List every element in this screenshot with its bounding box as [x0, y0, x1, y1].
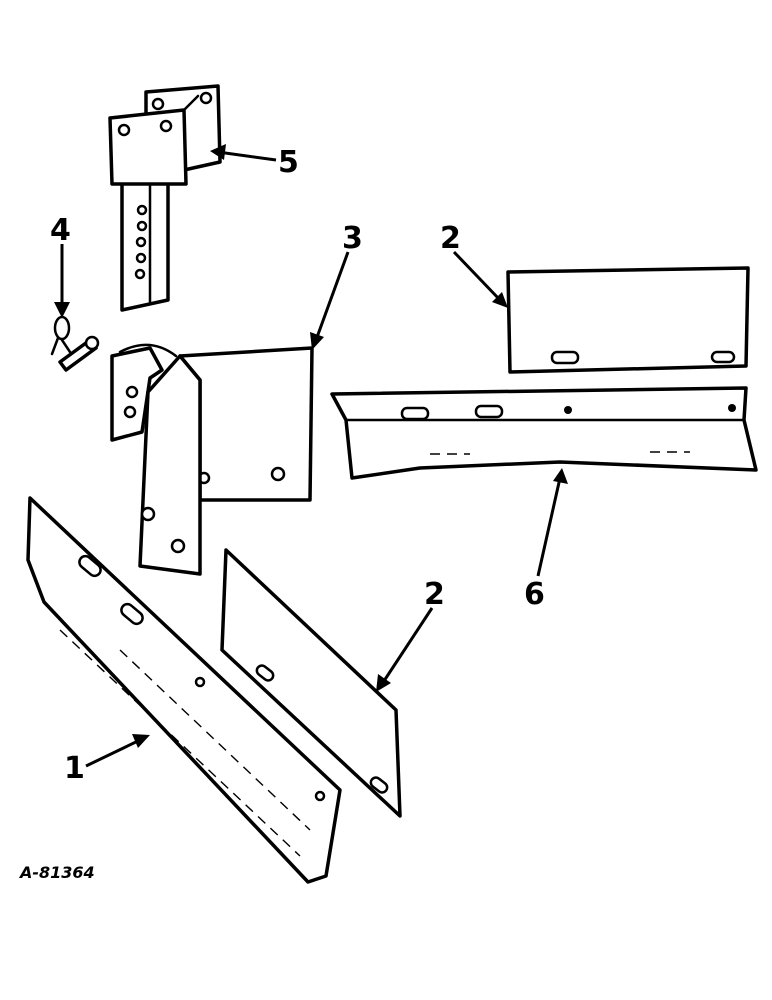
leader-lines — [54, 144, 568, 768]
figure-code: A-81364 — [18, 863, 95, 882]
part-6-blade-angle — [330, 386, 758, 480]
part-5-hitch-bracket — [108, 84, 222, 312]
part-2-upper-plate — [506, 266, 750, 374]
part-1-large-blade — [26, 496, 342, 884]
part-3-mounting-bracket — [110, 343, 314, 576]
callout-3: 3 — [342, 221, 363, 256]
part-4-hitch-pin — [50, 315, 100, 372]
callout-5: 5 — [278, 145, 299, 180]
callout-2-lower: 2 — [424, 577, 445, 612]
part-2-lower-plate — [220, 548, 402, 818]
callout-1: 1 — [64, 751, 85, 786]
callout-4: 4 — [50, 213, 71, 248]
callout-6: 6 — [524, 577, 545, 612]
callout-2-upper: 2 — [440, 221, 461, 256]
